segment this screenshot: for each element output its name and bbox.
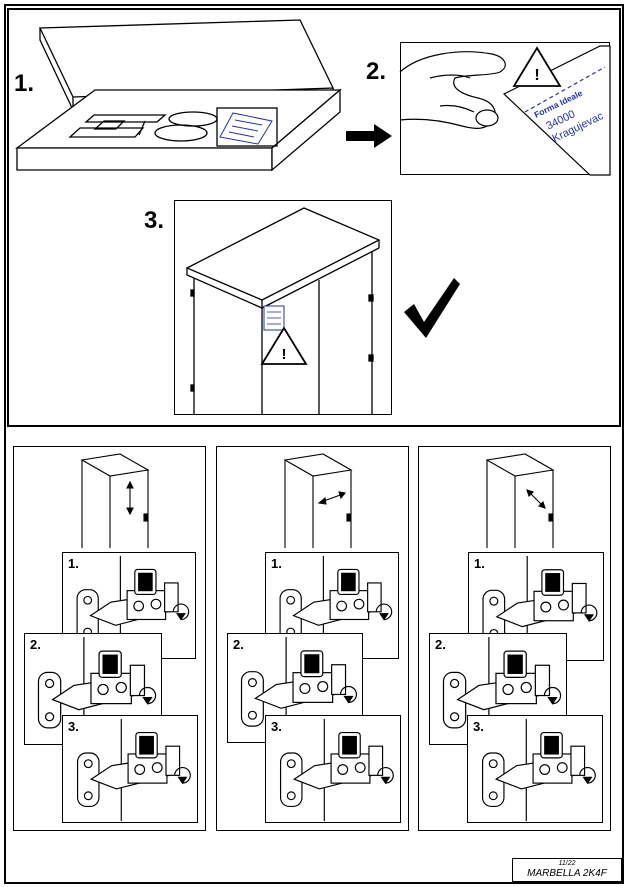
cabinet-warning-mark: !	[282, 346, 287, 363]
page-footer: 11/22 MARBELLA 2K4F	[512, 858, 622, 882]
top-instructions-panel	[7, 8, 621, 427]
arrow-right-icon	[346, 124, 392, 148]
hinge-diagram	[76, 718, 191, 822]
step-3-number: 3.	[144, 207, 165, 234]
peel-label-illustration: ! Forma Ideale 34000 Kragujevac	[399, 45, 611, 176]
hinge-a-step-3	[62, 715, 198, 823]
cabinet-depth-icon	[485, 453, 555, 548]
page-number: 11/22	[558, 860, 576, 867]
hinge-c-step-1-number: 1.	[474, 556, 485, 571]
hinge-a-step-3-number: 3.	[68, 719, 79, 734]
warning-mark: !	[534, 67, 539, 84]
cabinet-vertical-icon	[80, 453, 150, 548]
hinge-c-step-3-number: 3.	[473, 719, 484, 734]
page-border	[4, 4, 624, 884]
hinge-diagram	[279, 718, 394, 822]
hinge-b-step-1-number: 1.	[271, 556, 282, 571]
model-name: MARBELLA 2K4F	[527, 868, 607, 879]
hinge-c-step-2-number: 2.	[435, 637, 446, 652]
step-1-number: 1.	[14, 70, 35, 97]
hinge-b-step-3-number: 3.	[271, 719, 282, 734]
hinge-a-step-1-number: 1.	[68, 556, 79, 571]
hinge-b-step-2-number: 2.	[233, 637, 244, 652]
cabinet-label-illustration: !	[185, 207, 381, 415]
step-2-number: 2.	[366, 58, 387, 85]
hinge-b-step-3	[265, 715, 401, 823]
hinge-c-step-3	[467, 715, 603, 823]
cabinet-horizontal-icon	[283, 453, 353, 548]
hinge-diagram	[481, 718, 596, 822]
checkmark-icon	[404, 278, 460, 338]
hinge-a-step-2-number: 2.	[30, 637, 41, 652]
